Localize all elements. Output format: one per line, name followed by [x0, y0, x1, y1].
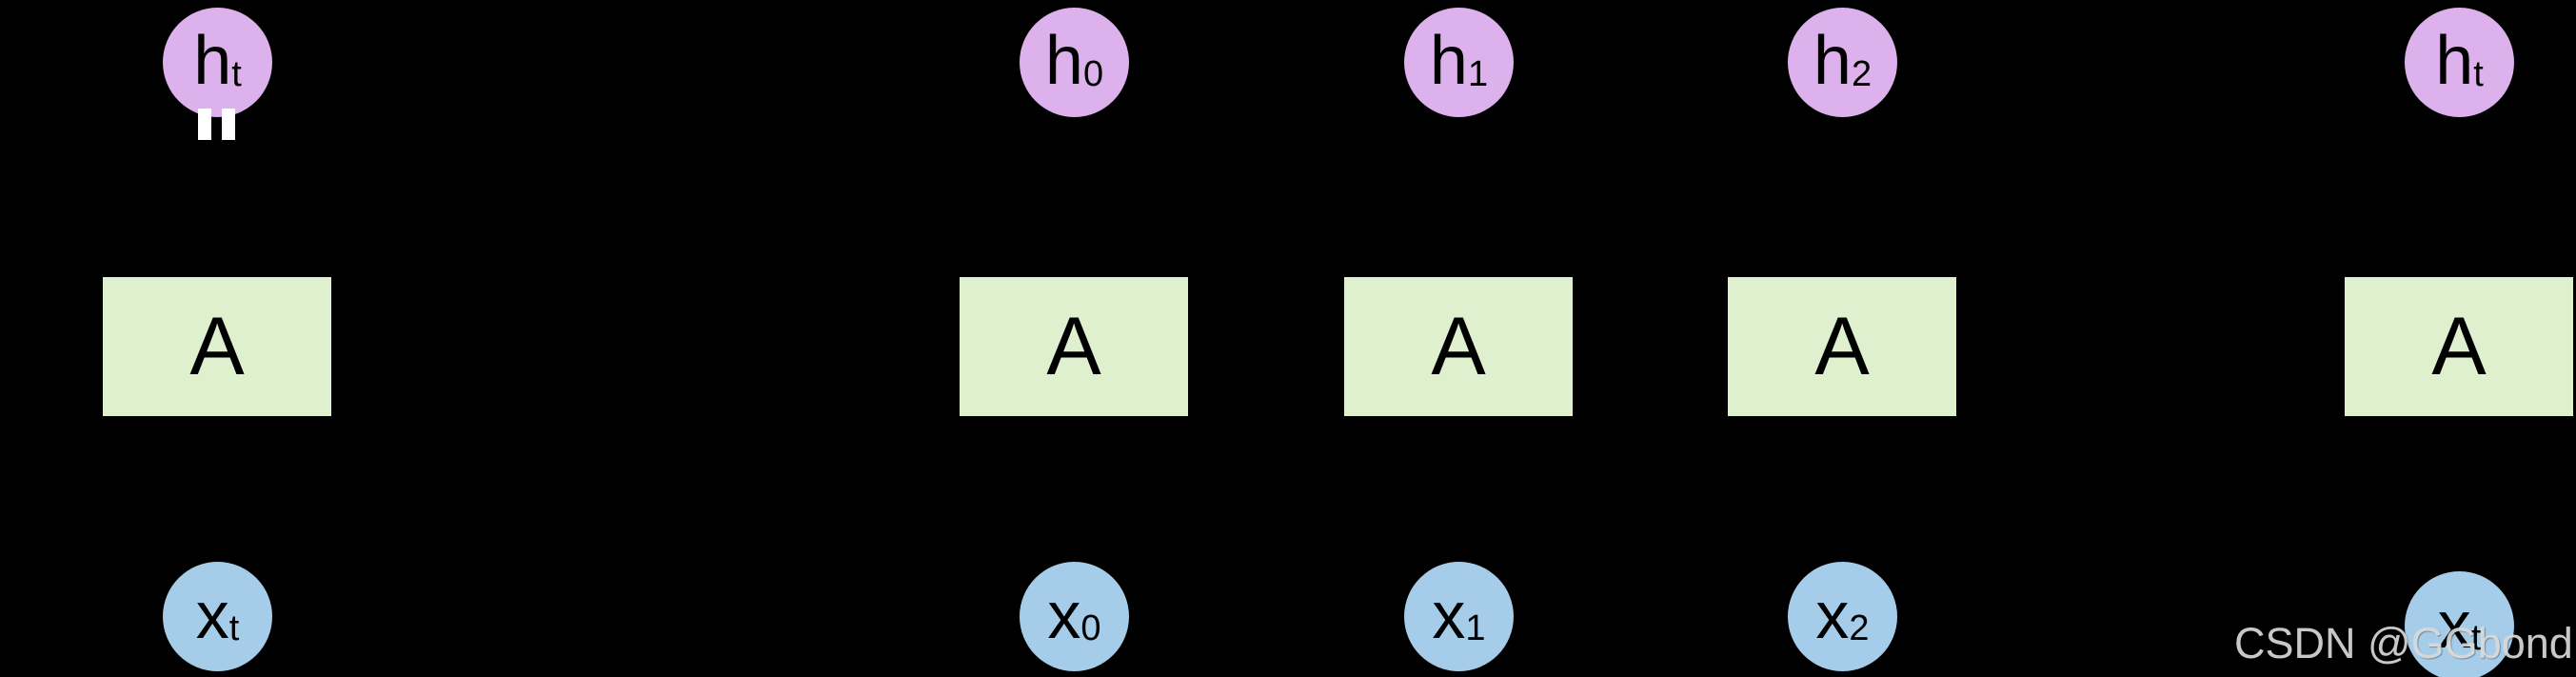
equals-icon: [198, 109, 235, 140]
input-subscript: 1: [1465, 607, 1486, 648]
rnn-cell-label: A: [1046, 301, 1101, 392]
rnn-cell-label: A: [189, 301, 245, 392]
rnn-cell-step-2: A: [1728, 277, 1956, 416]
hidden-state-subscript: 2: [1851, 53, 1873, 94]
rnn-cell-label: A: [2431, 301, 2487, 392]
hidden-state-base: h: [193, 22, 232, 99]
hidden-state-base: h: [1044, 22, 1083, 99]
hidden-state-base: h: [1429, 22, 1468, 99]
hidden-state-subscript: 0: [1082, 53, 1104, 94]
input-subscript: 0: [1080, 607, 1101, 648]
input-base: x: [2437, 587, 2471, 662]
hidden-state-subscript: t: [231, 53, 242, 94]
rnn-cell-step-1: A: [1344, 277, 1573, 416]
hidden-state-base: h: [2435, 22, 2474, 99]
hidden-state-subscript: t: [2473, 53, 2484, 94]
hidden-state-base: h: [1813, 22, 1852, 99]
input-base: x: [1432, 577, 1466, 652]
input-subscript: 2: [1849, 607, 1870, 648]
rnn-cell-folded: A: [103, 277, 331, 416]
input-subscript: t: [228, 607, 240, 648]
input-subscript: t: [2470, 617, 2482, 658]
rnn-cell-label: A: [1814, 301, 1870, 392]
rnn-cell-step-t: A: [2345, 277, 2573, 416]
watermark-text: CSDN @GGbond: [2234, 619, 2573, 667]
equals-bar-left: [198, 109, 211, 140]
input-base: x: [195, 577, 229, 652]
equals-bar-right: [222, 109, 235, 140]
rnn-cell-step-0: A: [960, 277, 1188, 416]
input-base: x: [1815, 577, 1850, 652]
hidden-state-subscript: 1: [1467, 53, 1489, 94]
input-base: x: [1047, 577, 1081, 652]
rnn-cell-label: A: [1431, 301, 1486, 392]
